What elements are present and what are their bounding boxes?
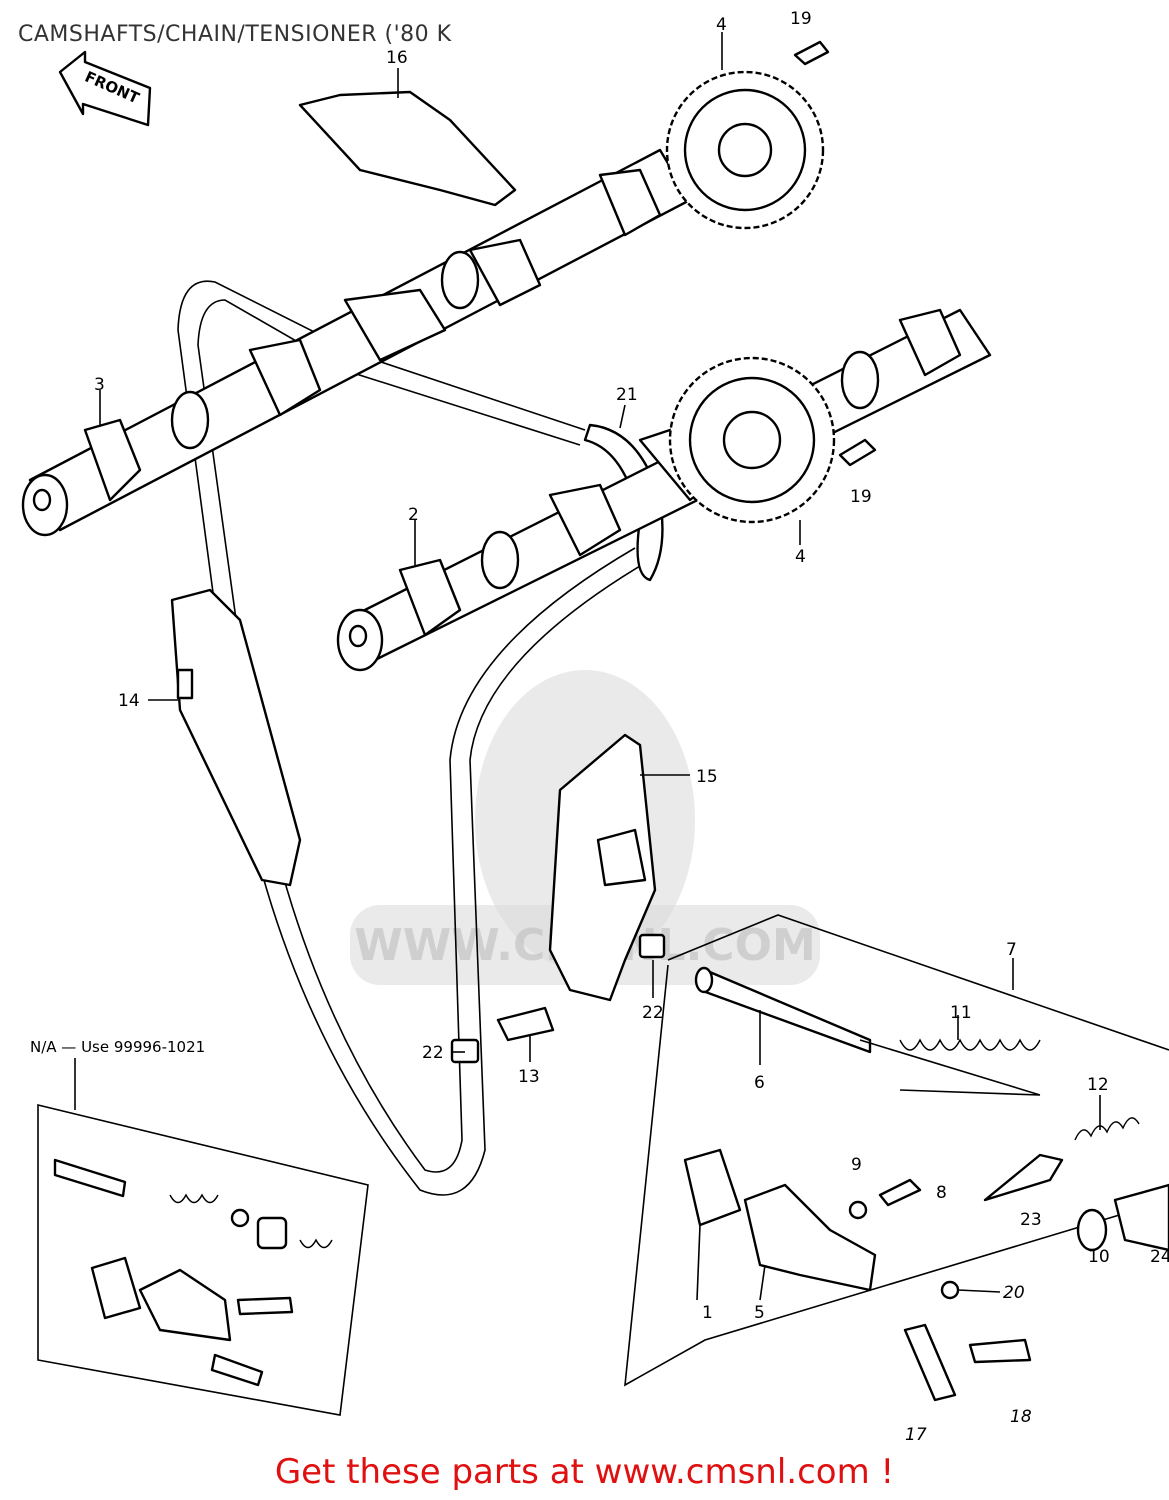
callout-2: 2: [408, 505, 419, 525]
callout-6: 6: [754, 1073, 765, 1093]
callout-4-lower: 4: [795, 547, 806, 567]
callout-24: 24: [1150, 1247, 1169, 1267]
callout-13: 13: [518, 1067, 540, 1087]
callout-11: 11: [950, 1003, 972, 1023]
tensioner-gasket: [683, 1148, 742, 1227]
spring-small: [1074, 1117, 1140, 1141]
callout-18: 18: [1010, 1407, 1032, 1427]
washer-20: [940, 1280, 960, 1300]
callout-17: 17: [905, 1425, 927, 1445]
tensioner-housing: [743, 1183, 877, 1292]
callout-14: 14: [118, 691, 140, 711]
callout-5: 5: [754, 1303, 765, 1323]
callout-3: 3: [94, 375, 105, 395]
tensioner-guide: [548, 733, 657, 1002]
assembly-outline-lower: [624, 964, 1169, 1387]
callout-19-upper: 19: [790, 9, 812, 29]
front-arrow-icon: FRONT: [58, 50, 152, 127]
callout-12: 12: [1087, 1075, 1109, 1095]
callout-4-upper: 4: [716, 15, 727, 35]
bolt-19-upper: [793, 40, 830, 66]
chain-guide-front: [170, 588, 302, 887]
callout-15: 15: [696, 767, 718, 787]
camshaft-exhaust: [21, 148, 692, 537]
washer-ring: [1076, 1208, 1108, 1252]
callout-7: 7: [1006, 940, 1017, 960]
sprocket-upper: [665, 70, 825, 230]
assembly-outline: [667, 914, 1169, 1051]
bolt-19-lower: [838, 438, 877, 467]
bolt-17: [903, 1323, 957, 1402]
page-title: CAMSHAFTS/CHAIN/TENSIONER ('80 K: [18, 22, 452, 47]
callout-16: 16: [386, 48, 408, 68]
callout-labels: 1 2 3 4 4 5 6 7 8 9 10 11 12 13 14 15 16…: [94, 9, 1169, 1445]
callout-22-left: 22: [422, 1043, 444, 1063]
callout-19-lower: 19: [850, 487, 872, 507]
chain-guide-upper: [298, 90, 517, 207]
promo-link[interactable]: Get these parts at www.cmsnl.com !: [274, 1452, 895, 1492]
bolt-18: [968, 1338, 1032, 1364]
na-inset: N/A — Use 99996-1021: [30, 1038, 369, 1416]
spring-large: [899, 1038, 1041, 1051]
tensioner-plunger: [983, 1153, 1064, 1202]
na-note: N/A — Use 99996-1021: [30, 1038, 205, 1056]
callout-10: 10: [1088, 1247, 1110, 1267]
callout-21: 21: [616, 385, 638, 405]
push-rod: [694, 966, 872, 1054]
callout-20: 20: [1003, 1283, 1025, 1303]
callout-1: 1: [702, 1303, 713, 1323]
sprocket-lower: [668, 356, 836, 524]
rubber-damper-left: [450, 1038, 480, 1064]
tensioner-cap: [1113, 1183, 1169, 1252]
tensioner-pin: [496, 1006, 555, 1042]
callout-8: 8: [936, 1183, 947, 1203]
camshaft-intake: [336, 308, 992, 672]
rubber-damper-right: [638, 933, 666, 959]
callout-23: 23: [1020, 1210, 1042, 1230]
leader-lines: [99, 32, 1101, 1301]
callout-22-right: 22: [642, 1003, 664, 1023]
cam-chain: [177, 280, 664, 1196]
bolt-8: [878, 1178, 922, 1207]
callout-9: 9: [851, 1155, 862, 1175]
washer-9: [848, 1200, 868, 1220]
